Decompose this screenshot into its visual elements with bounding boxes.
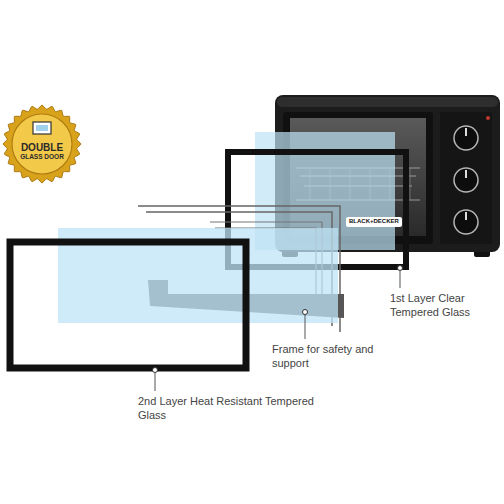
badge-subtitle: GLASS DOOR bbox=[20, 153, 64, 160]
badge-seal: DOUBLEGLASS DOOR bbox=[2, 104, 82, 184]
leader-dots bbox=[153, 266, 403, 373]
callout-label: Frame for safety and support bbox=[272, 343, 376, 371]
callout-label: 2nd Layer Heat Resistant Tempered Glass bbox=[138, 395, 328, 423]
brand-logo: BLACK+DECKER bbox=[346, 217, 402, 227]
badge-title: DOUBLE bbox=[21, 142, 63, 154]
callout-label: 1st Layer Clear Tempered Glass bbox=[390, 292, 500, 320]
leader-lines bbox=[155, 271, 400, 391]
